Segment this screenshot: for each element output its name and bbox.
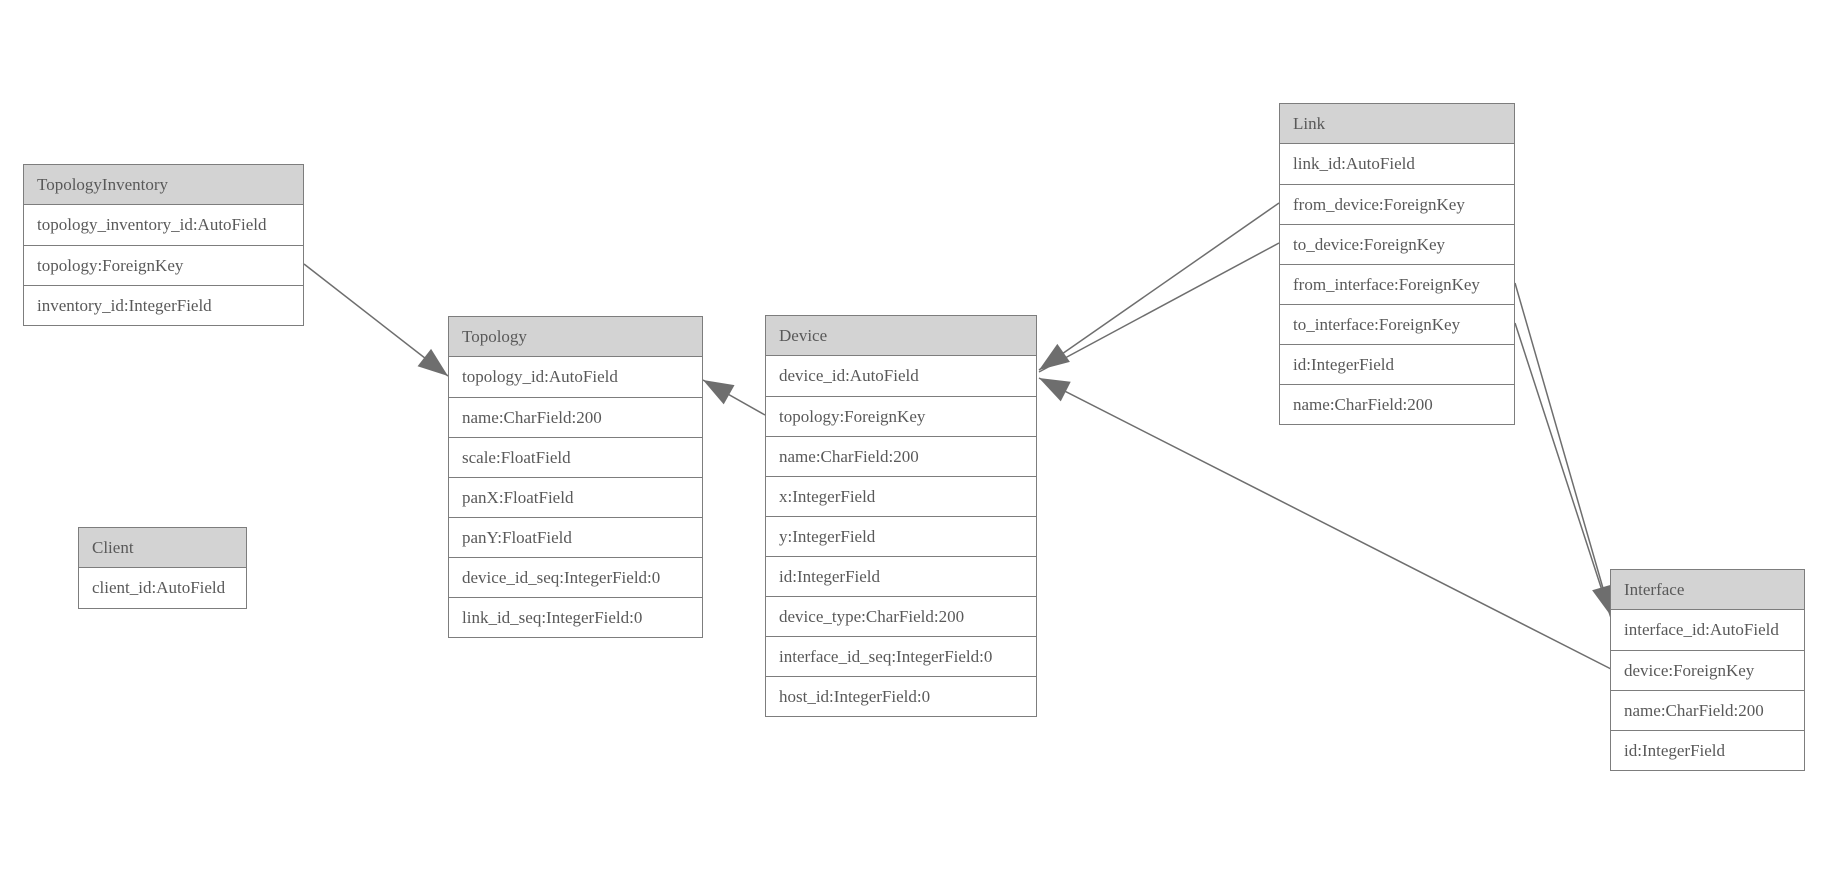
entity-field-link-1: from_device:ForeignKey (1280, 184, 1514, 224)
entity-topology-inventory: TopologyInventory topology_inventory_id:… (23, 164, 304, 326)
entity-field-topology-6: link_id_seq:IntegerField:0 (449, 597, 702, 637)
entity-field-topology-2: scale:FloatField (449, 437, 702, 477)
entity-field-link-0: link_id:AutoField (1280, 144, 1514, 184)
entity-field-link-4: to_interface:ForeignKey (1280, 304, 1514, 344)
entity-field-device-6: device_type:CharField:200 (766, 596, 1036, 636)
entity-field-device-8: host_id:IntegerField:0 (766, 676, 1036, 716)
entity-field-device-3: x:IntegerField (766, 476, 1036, 516)
entity-client: Client client_id:AutoField (78, 527, 247, 609)
entity-field-topology-4: panY:FloatField (449, 517, 702, 557)
entity-field-device-1: topology:ForeignKey (766, 396, 1036, 436)
entity-field-device-7: interface_id_seq:IntegerField:0 (766, 636, 1036, 676)
edge-link-to-interface-fk (1514, 322, 1612, 619)
entity-field-topology-5: device_id_seq:IntegerField:0 (449, 557, 702, 597)
entity-field-link-5: id:IntegerField (1280, 344, 1514, 384)
entity-field-topology-0: topology_id:AutoField (449, 357, 702, 397)
entity-title: TopologyInventory (24, 165, 303, 205)
entity-field-link-2: to_device:ForeignKey (1280, 224, 1514, 264)
entity-field-interface-1: device:ForeignKey (1611, 650, 1804, 690)
entity-field-topology-1: name:CharField:200 (449, 397, 702, 437)
entity-title: Interface (1611, 570, 1804, 610)
entity-field-link-3: from_interface:ForeignKey (1280, 264, 1514, 304)
entity-field-topology-inventory-2: inventory_id:IntegerField (24, 285, 303, 325)
entity-field-topology-3: panX:FloatField (449, 477, 702, 517)
entity-field-topology-inventory-0: topology_inventory_id:AutoField (24, 205, 303, 245)
arrowhead-icon-topology-topology-id (417, 348, 448, 376)
entity-title: Link (1280, 104, 1514, 144)
entity-field-interface-2: name:CharField:200 (1611, 690, 1804, 730)
edge-device-topology-fk (702, 379, 766, 416)
edge-topologyinventory-topology-fk (303, 263, 449, 377)
entity-field-device-5: id:IntegerField (766, 556, 1036, 596)
entity-title: Client (79, 528, 246, 568)
entity-title: Device (766, 316, 1036, 356)
entity-field-device-0: device_id:AutoField (766, 356, 1036, 396)
arrowhead-icon-topology-topology-id (703, 380, 735, 405)
entity-field-client-0: client_id:AutoField (79, 568, 246, 608)
entity-field-device-4: y:IntegerField (766, 516, 1036, 556)
entity-field-device-2: name:CharField:200 (766, 436, 1036, 476)
arrowhead-icon-device-device-id (1039, 343, 1070, 370)
edge-link-to-device-fk (1038, 242, 1280, 373)
edge-link-from-device-fk (1038, 202, 1280, 371)
entity-field-interface-3: id:IntegerField (1611, 730, 1804, 770)
entity-field-topology-inventory-1: topology:ForeignKey (24, 245, 303, 285)
entity-field-interface-0: interface_id:AutoField (1611, 610, 1804, 650)
entity-title: Topology (449, 317, 702, 357)
entity-field-link-6: name:CharField:200 (1280, 384, 1514, 424)
arrowhead-icon-device-device-id (1039, 378, 1071, 402)
edge-link-from-interface-fk (1514, 282, 1612, 617)
